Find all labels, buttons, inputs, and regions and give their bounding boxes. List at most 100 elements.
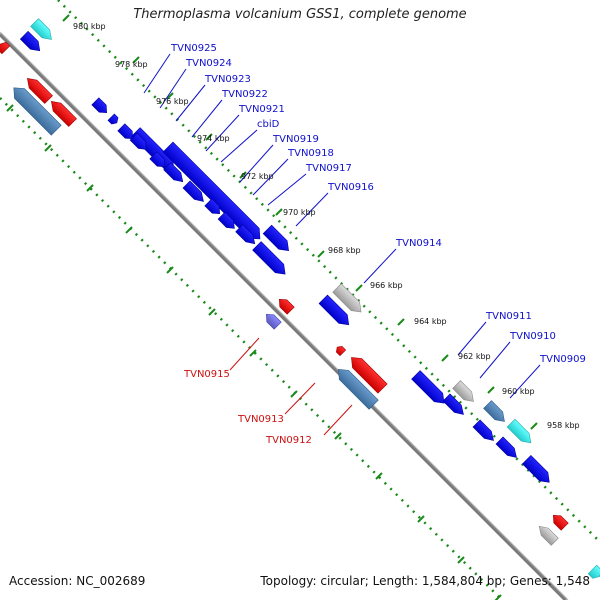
forward-gene-label[interactable]: TVN0919 [272, 134, 319, 145]
scale-tick [239, 171, 247, 179]
scale-label: 964 kbp [414, 317, 447, 326]
scale-label: 968 kbp [328, 246, 361, 255]
scale-tick [530, 422, 538, 430]
gene-leader-line [479, 341, 511, 379]
gene-arrow[interactable] [149, 151, 168, 170]
scale-tick [275, 208, 283, 216]
gene-arrow[interactable] [550, 512, 569, 531]
gene-leader-line [175, 84, 206, 122]
gene-arrow[interactable] [262, 224, 293, 255]
gene-arrow[interactable] [30, 18, 56, 44]
gene-arrow[interactable] [332, 283, 366, 317]
gene-arrow[interactable] [204, 198, 223, 217]
scale-label: 972 kbp [241, 172, 274, 181]
gene-arrow[interactable] [442, 393, 467, 418]
scale-label: 980 kbp [73, 22, 106, 31]
gene-arrow[interactable] [263, 311, 282, 330]
gene-arrow[interactable] [117, 123, 136, 142]
scale-tick [441, 354, 449, 362]
scale-tick [166, 266, 174, 274]
gene-leader-line [457, 321, 487, 356]
gene-arrow[interactable] [411, 370, 449, 408]
gene-arrow[interactable] [24, 75, 53, 104]
scale-label: 978 kbp [115, 60, 148, 69]
forward-gene-label[interactable]: TVN0909 [539, 354, 586, 365]
scale-tick [44, 144, 52, 152]
gene-arrow[interactable] [129, 132, 150, 153]
reverse-gene-label[interactable]: TVN0912 [265, 435, 312, 446]
gene-arrow[interactable] [472, 419, 497, 444]
forward-gene-label[interactable]: TVN0916 [327, 182, 374, 193]
gene-leader-line [229, 337, 260, 371]
forward-gene-label[interactable]: TVN0922 [221, 89, 268, 100]
gene-arrow[interactable] [107, 113, 120, 126]
gene-leader-line [220, 129, 258, 163]
scale-label: 970 kbp [283, 208, 316, 217]
gene-arrow[interactable] [19, 30, 43, 54]
gene-leader-line [252, 158, 289, 196]
gene-arrow[interactable] [347, 353, 388, 394]
topology-summary: Topology: circular; Length: 1,584,804 bp… [260, 574, 590, 588]
scale-tick [494, 594, 502, 600]
gene-arrow[interactable] [522, 455, 553, 486]
gene-arrow[interactable] [452, 380, 478, 406]
gene-leader-line [363, 248, 397, 284]
gene-leader-line [509, 364, 541, 399]
scale-tick [86, 184, 94, 192]
forward-gene-label[interactable]: TVN0914 [395, 238, 442, 249]
gene-arrow[interactable] [536, 523, 559, 546]
gene-leader-line [159, 68, 187, 109]
gene-arrow[interactable] [182, 180, 207, 205]
forward-gene-label[interactable]: TVN0911 [485, 311, 532, 322]
scale-tick [132, 56, 140, 64]
gene-arrow[interactable] [318, 294, 353, 329]
forward-gene-label[interactable]: TVN0923 [204, 74, 251, 85]
gene-arrow[interactable] [48, 98, 77, 127]
scale-label: 966 kbp [370, 281, 403, 290]
gene-leader-line [295, 192, 329, 227]
gene-arrow[interactable] [506, 418, 535, 447]
gene-arrow[interactable] [483, 400, 509, 426]
gene-leader-line [284, 382, 316, 415]
forward-gene-label[interactable]: TVN0921 [238, 104, 285, 115]
gene-leader-line [191, 99, 223, 138]
gene-arrow[interactable] [217, 211, 238, 232]
scale-tick [334, 432, 342, 440]
forward-tick-track [57, 0, 600, 543]
forward-gene-label[interactable]: TVN0917 [305, 163, 352, 174]
scale-tick [355, 284, 363, 292]
scale-tick [249, 349, 257, 357]
gene-arrow[interactable] [163, 162, 187, 186]
gene-leader-line [323, 404, 353, 436]
scale-tick [166, 92, 174, 100]
accession-label: Accession: NC_002689 [9, 574, 146, 588]
map-title: Thermoplasma volcanium GSS1, complete ge… [133, 7, 467, 22]
gene-arrow[interactable] [91, 97, 110, 116]
gene-arrow[interactable] [276, 296, 295, 315]
forward-gene-label[interactable]: cbiD [257, 119, 280, 130]
forward-gene-label[interactable]: TVN0910 [509, 331, 556, 342]
scale-tick [290, 390, 298, 398]
forward-gene-label[interactable]: TVN0924 [185, 58, 232, 69]
forward-gene-label[interactable]: TVN0925 [170, 43, 217, 54]
reverse-gene-label[interactable]: TVN0913 [237, 414, 284, 425]
scale-tick [375, 472, 383, 480]
genome-backbone [0, 32, 568, 600]
gene-leader-line [205, 114, 240, 152]
gene-arrow[interactable] [9, 83, 62, 136]
gene-arrow[interactable] [587, 564, 600, 581]
gene-arrow[interactable] [235, 224, 259, 248]
gene-arrow[interactable] [0, 40, 11, 55]
scale-label: 976 kbp [156, 97, 189, 106]
reverse-gene-label[interactable]: TVN0915 [183, 369, 230, 380]
gene-arrow[interactable] [495, 436, 520, 461]
gene-leader-line [239, 144, 274, 183]
gene-arrow[interactable] [162, 141, 265, 244]
gene-arrow[interactable] [252, 241, 290, 279]
scale-label: 974 kbp [197, 134, 230, 143]
forward-gene-label[interactable]: TVN0918 [287, 148, 334, 159]
gene-arrow[interactable] [334, 344, 347, 357]
scale-tick [125, 226, 133, 234]
gene-arrow[interactable] [334, 365, 379, 410]
